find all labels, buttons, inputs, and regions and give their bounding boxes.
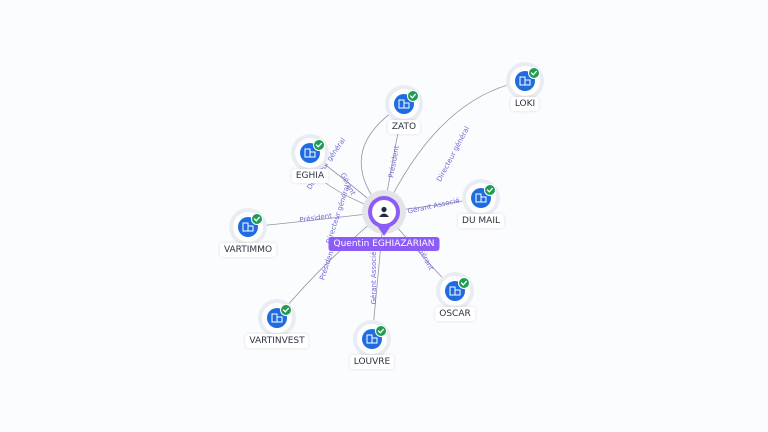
person-icon bbox=[379, 206, 389, 217]
company-label-oscar[interactable]: OSCAR bbox=[435, 307, 475, 321]
person-name-label[interactable]: Quentin EGHIAZARIAN bbox=[328, 237, 440, 251]
nodes-layer bbox=[229, 62, 544, 358]
edge-label: Gérant Associé bbox=[370, 252, 378, 305]
company-label-louvre[interactable]: LOUVRE bbox=[349, 355, 395, 369]
verified-check-icon bbox=[313, 139, 325, 151]
company-node-louvre[interactable] bbox=[353, 320, 391, 358]
verified-check-icon bbox=[407, 90, 419, 102]
company-node-zato[interactable] bbox=[385, 85, 423, 123]
verified-check-icon bbox=[484, 184, 496, 196]
company-building-icon bbox=[271, 313, 283, 323]
company-node-vartinvest[interactable] bbox=[258, 299, 296, 337]
company-node-vartimmo[interactable] bbox=[229, 208, 267, 246]
company-label-vartimmo[interactable]: VARTIMMO bbox=[219, 243, 277, 257]
edge-label: Gérant Associé bbox=[407, 197, 460, 216]
edge-label: Président bbox=[318, 247, 336, 281]
edge-label: Directeur général bbox=[435, 125, 471, 183]
company-label-zato[interactable]: ZATO bbox=[387, 120, 421, 134]
company-node-loki[interactable] bbox=[506, 62, 544, 100]
verified-check-icon bbox=[458, 277, 470, 289]
company-building-icon bbox=[398, 99, 410, 109]
edge-label: Président bbox=[299, 212, 333, 225]
company-label-dumail[interactable]: DU MAIL bbox=[458, 214, 504, 228]
verified-check-icon bbox=[251, 213, 263, 225]
company-node-oscar[interactable] bbox=[436, 272, 474, 310]
company-building-icon bbox=[304, 148, 316, 158]
company-building-icon bbox=[449, 286, 461, 296]
company-node-eghia[interactable] bbox=[291, 134, 329, 172]
edge-label: Président bbox=[387, 145, 401, 179]
company-building-icon bbox=[519, 76, 531, 86]
company-building-icon bbox=[475, 193, 487, 203]
company-node-dumail[interactable] bbox=[462, 179, 500, 217]
company-label-eghia[interactable]: EGHIA bbox=[291, 169, 329, 183]
company-building-icon bbox=[242, 222, 254, 232]
verified-check-icon bbox=[280, 304, 292, 316]
company-building-icon bbox=[366, 334, 378, 344]
edge-line bbox=[383, 80, 526, 213]
verified-check-icon bbox=[375, 325, 387, 337]
person-node[interactable] bbox=[362, 190, 406, 236]
company-label-loki[interactable]: LOKI bbox=[510, 97, 540, 111]
company-label-vartinvest[interactable]: VARTINVEST bbox=[245, 334, 309, 348]
verified-check-icon bbox=[528, 67, 540, 79]
